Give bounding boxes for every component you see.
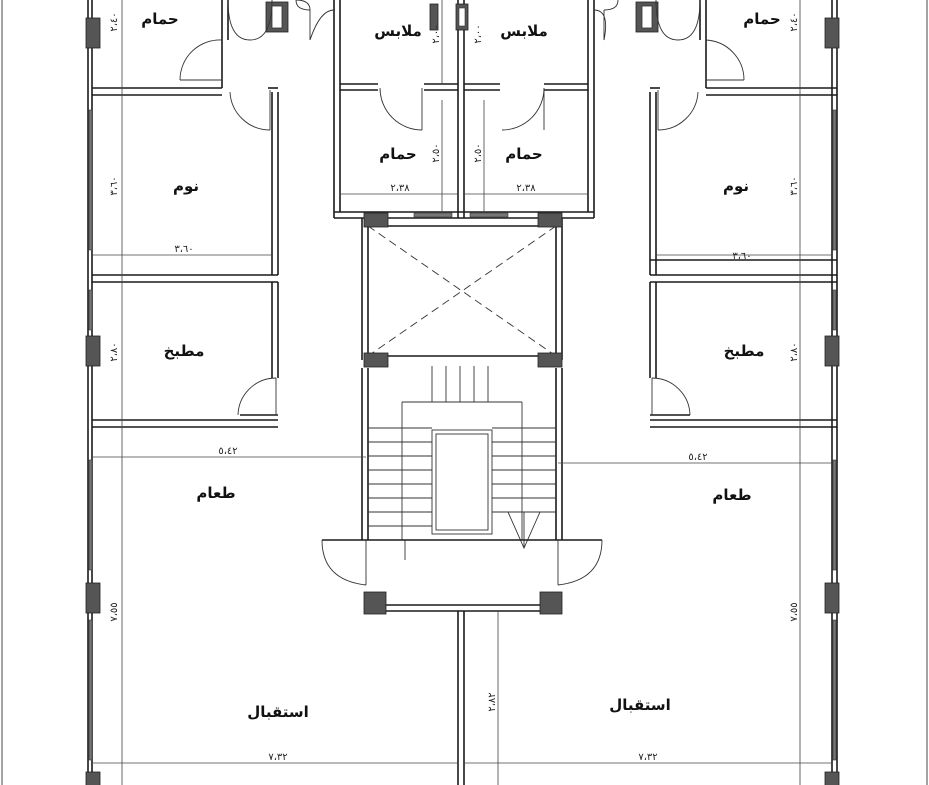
label-bath-mid-left: حمام	[379, 145, 417, 163]
light-shaft	[361, 212, 563, 368]
left-apartment-walls	[92, 0, 289, 428]
dim-corridor: ٢،٨٢	[487, 692, 498, 711]
dim-bedroom-left-v: ٣،٦٠	[109, 176, 120, 195]
entrance-lobby	[321, 539, 603, 785]
right-apartment-walls	[635, 0, 837, 428]
dim-dressing-left: ٢،٠٠	[431, 24, 442, 43]
dim-dining-left: ٥،٤٢	[218, 446, 237, 457]
dim-dining-right: ٥،٤٢	[688, 452, 707, 463]
dim-reception-left-v: ٧،٥٥	[109, 602, 120, 621]
dim-bedroom-right-h: ٣،٦٠	[732, 251, 751, 262]
label-bath-top-right: حمام	[743, 10, 781, 28]
dim-bath-mid-left-v: ٢،٥٠	[431, 143, 442, 162]
label-bath-top-left: حمام	[141, 10, 179, 28]
label-reception-left: استقبال	[247, 703, 309, 721]
dim-dressing-right: ٢،٠٠	[473, 24, 484, 43]
label-bath-mid-right: حمام	[505, 145, 543, 163]
central-core-walls	[295, 0, 619, 219]
dim-kitchen-right-v: ٢،٨٠	[789, 342, 800, 361]
dim-bath-mid-right-h: ٢،٣٨	[516, 183, 536, 194]
outer-windows	[85, 17, 840, 785]
dim-reception-left-h: ٧،٣٢	[268, 752, 287, 763]
label-dressing-right: ملابس	[500, 22, 548, 40]
label-dining-left: طعام	[196, 484, 235, 502]
dim-bedroom-right-v: ٣،٦٠	[789, 176, 800, 195]
room-labels: حمام حمام ملابس ملابس حمام حمام نوم نوم …	[141, 10, 781, 721]
dimension-labels: ٢،٤٠ ٢،٤٠ ٢،٠٠ ٢،٠٠ ٢،٥٠ ٢،٥٠ ٢،٣٨ ٢،٣٨ …	[109, 12, 800, 763]
staircase	[361, 366, 563, 560]
dim-bath-mid-left-h: ٢،٣٨	[390, 183, 410, 194]
label-bedroom-right: نوم	[723, 177, 749, 195]
label-dining-right: طعام	[712, 486, 751, 504]
dim-reception-right-h: ٧،٣٢	[638, 752, 657, 763]
label-bedroom-left: نوم	[173, 177, 199, 195]
label-kitchen-left: مطبخ	[164, 342, 205, 360]
dim-kitchen-left-v: ٢،٨٠	[109, 342, 120, 361]
label-reception-right: استقبال	[609, 696, 671, 714]
label-dressing-left: ملابس	[374, 22, 422, 40]
dim-bedroom-left-h: ٣،٦٠	[174, 244, 193, 255]
dim-bath-top-left: ٢،٤٠	[109, 12, 120, 31]
dim-reception-right-v: ٧،٥٥	[789, 602, 800, 621]
dimension-lines	[92, 0, 832, 785]
dim-bath-mid-right-v: ٢،٥٠	[473, 143, 484, 162]
label-kitchen-right: مطبخ	[724, 342, 765, 360]
dim-bath-top-right: ٢،٤٠	[789, 12, 800, 31]
